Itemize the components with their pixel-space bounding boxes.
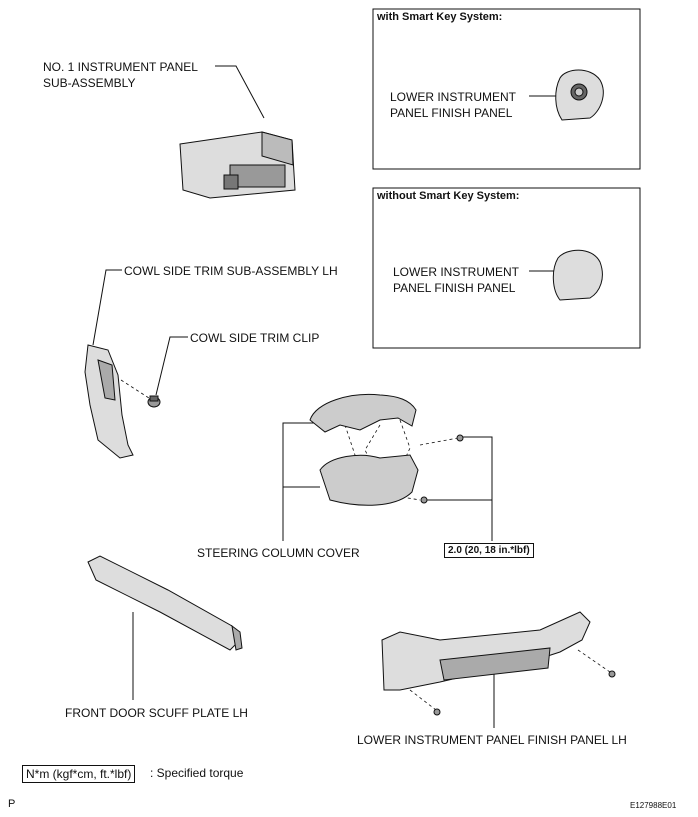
leader-cowl-clip	[155, 336, 188, 396]
legend-torque-text: : Specified torque	[150, 766, 244, 780]
footer-page-marker: P	[8, 798, 16, 810]
label-cowl-side-trim: COWL SIDE TRIM SUB-ASSEMBLY LH	[124, 264, 338, 278]
lower-panel-screws	[433, 670, 616, 716]
label-panel-sub-assembly: NO. 1 INSTRUMENT PANEL SUB-ASSEMBLY	[43, 59, 198, 91]
leader-steering-cover-upper	[282, 422, 315, 541]
leader-torque-upper	[462, 436, 493, 541]
smart-key-box-frame	[372, 8, 641, 170]
label-panel-sub-assembly-line1: NO. 1 INSTRUMENT PANEL	[43, 60, 198, 74]
label-cowl-side-trim-clip: COWL SIDE TRIM CLIP	[190, 331, 320, 345]
label-lower-finish-panel-lh: LOWER INSTRUMENT PANEL FINISH PANEL LH	[357, 733, 627, 747]
label-no-smart-key-panel: LOWER INSTRUMENT PANEL FINISH PANEL	[393, 264, 519, 296]
instrument-panel-sub-assembly-drawing	[179, 131, 296, 199]
steering-cover-upper-drawing	[309, 393, 417, 433]
label-panel-sub-assembly-line2: SUB-ASSEMBLY	[43, 76, 136, 90]
label-smart-key-panel-line1: LOWER INSTRUMENT	[390, 90, 516, 104]
legend-torque-units: N*m (kgf*cm, ft.*lbf)	[22, 765, 136, 783]
label-no-smart-key-panel-line1: LOWER INSTRUMENT	[393, 265, 519, 279]
smart-key-box-title: with Smart Key System:	[377, 11, 503, 23]
smart-key-panel-drawing	[555, 69, 604, 121]
label-smart-key-panel: LOWER INSTRUMENT PANEL FINISH PANEL	[390, 89, 516, 121]
cowl-clip-drawing	[147, 395, 161, 408]
scuff-plate-drawing	[87, 555, 243, 651]
footer-figure-id: E127988E01	[630, 801, 677, 810]
lower-finish-panel-lh-drawing	[381, 611, 591, 691]
label-front-door-scuff-plate: FRONT DOOR SCUFF PLATE LH	[65, 706, 248, 720]
label-no-smart-key-panel-line2: PANEL FINISH PANEL	[393, 281, 516, 295]
no-smart-key-box-title: without Smart Key System:	[377, 190, 520, 202]
leader-cowl-side-trim	[92, 269, 122, 346]
no-smart-key-box-frame	[372, 187, 641, 349]
leader-panel-sub-assembly	[215, 65, 265, 119]
cowl-side-trim-drawing	[84, 344, 134, 459]
torque-spec-box: 2.0 (20, 18 in.*lbf)	[444, 543, 534, 558]
label-steering-column-cover: STEERING COLUMN COVER	[197, 546, 360, 560]
label-smart-key-panel-line2: PANEL FINISH PANEL	[390, 106, 513, 120]
steering-cover-screws	[420, 434, 464, 504]
steering-cover-lower-drawing	[319, 454, 419, 506]
no-smart-key-panel-drawing	[552, 249, 603, 301]
